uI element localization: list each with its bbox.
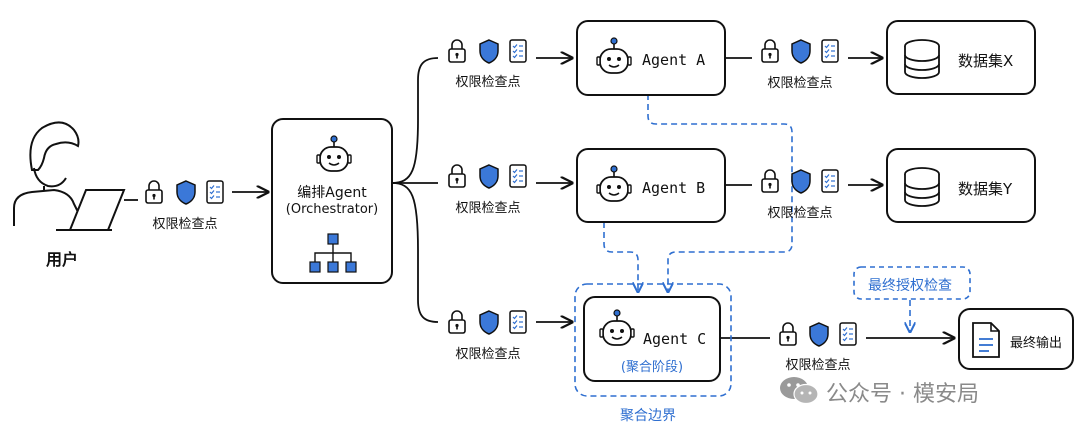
user-laptop-icon <box>13 121 126 231</box>
checkpoint-icons-c <box>448 310 527 335</box>
document-icon <box>972 322 1000 358</box>
final-check-label: 最终授权检查 <box>868 278 952 294</box>
checkpoint-label-c: 权限检查点 <box>455 347 521 362</box>
aggregation-flows <box>603 94 910 332</box>
agent-a-name: Agent A <box>642 51 706 69</box>
final-output-label: 最终输出 <box>1010 336 1063 351</box>
agent-c-subtitle: (聚合阶段) <box>620 360 684 375</box>
checkpoint-label-b: 权限检查点 <box>455 201 521 216</box>
boundary-label: 聚合边界 <box>620 408 676 424</box>
wechat-icon <box>780 377 819 405</box>
agent-c-name: Agent C <box>643 330 707 348</box>
checkpoint-label-a: 权限检查点 <box>455 75 521 90</box>
aggregation-boundary <box>574 283 732 397</box>
connectors <box>124 58 954 338</box>
robot-icon <box>599 309 635 346</box>
user-label: 用户 <box>46 250 79 269</box>
checkpoint-icons-out <box>779 322 857 347</box>
checkpoint-label-out: 权限检查点 <box>785 358 851 373</box>
watermark-text: 公众号 · 模安局 <box>826 382 979 407</box>
checkpoint-label-x: 权限检查点 <box>767 76 833 91</box>
orchestrator-subtitle: (Orchestrator) <box>285 202 379 217</box>
database-icon <box>904 39 940 79</box>
orchestrator-title: 编排Agent <box>297 185 367 201</box>
checkpoint-icons-a <box>448 39 527 64</box>
dataset-x-box: 数据集X <box>886 20 1036 95</box>
checkpoint-label-user: 权限检查点 <box>152 217 218 232</box>
dataset-y-box: 数据集Y <box>886 148 1036 223</box>
checkpoint-icons-b <box>448 164 527 189</box>
agent-b-box: Agent B <box>576 148 726 223</box>
checkpoint-icons-x <box>761 39 839 64</box>
final-output-box: 最终输出 <box>958 308 1074 370</box>
agent-c-box: Agent C (聚合阶段) <box>583 296 721 382</box>
robot-icon <box>596 37 632 74</box>
dataset-x-label: 数据集X <box>958 52 1014 70</box>
final-check-box <box>853 266 971 300</box>
checkpoint-icons-user <box>145 180 224 205</box>
dataset-y-label: 数据集Y <box>958 180 1013 198</box>
database-icon <box>904 167 940 207</box>
agent-a-box: Agent A <box>576 20 726 96</box>
agent-b-name: Agent B <box>642 179 706 197</box>
hierarchy-icon <box>309 233 357 273</box>
robot-icon <box>596 165 632 202</box>
robot-icon <box>316 135 352 172</box>
checkpoint-icons-y <box>761 169 839 194</box>
checkpoint-label-y: 权限检查点 <box>767 206 833 221</box>
orchestrator-box: 编排Agent (Orchestrator) <box>271 118 393 284</box>
